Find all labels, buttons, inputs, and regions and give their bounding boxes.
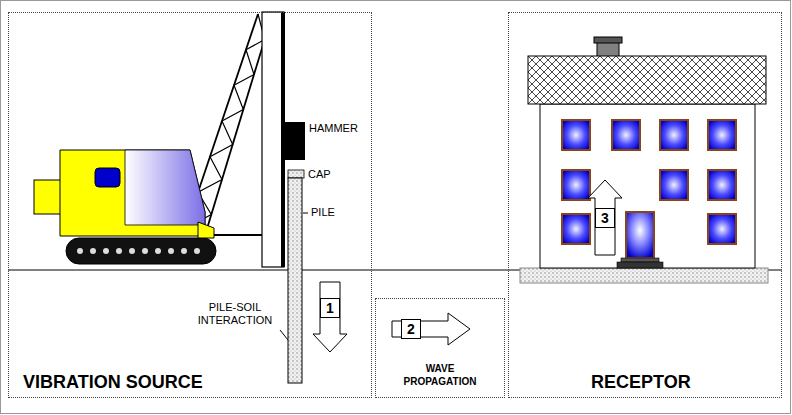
- label-anchor: PILE: [311, 206, 335, 219]
- building: [520, 37, 768, 283]
- region-panel: RECEPTOR 3: [508, 12, 782, 398]
- track-roller: [129, 248, 135, 254]
- track-roller: [90, 248, 96, 254]
- leader-line: [303, 213, 308, 214]
- window: [708, 214, 736, 244]
- step-number-box: 1: [320, 298, 340, 318]
- region-title: WAVE PROPAGATION: [395, 362, 485, 388]
- hammer: [285, 122, 305, 160]
- track-roller: [181, 248, 187, 254]
- track-roller: [116, 248, 122, 254]
- window: [708, 120, 736, 150]
- label-anchor: HAMMER: [309, 122, 358, 135]
- leader-mast: [262, 12, 284, 267]
- boom-foot: [198, 222, 214, 238]
- block-arrow: [313, 282, 347, 352]
- counterweight: [34, 180, 62, 214]
- track-roller: [142, 248, 148, 254]
- crane-body: [60, 150, 205, 236]
- window: [562, 170, 590, 200]
- track-rollers: [77, 248, 200, 254]
- track-roller: [103, 248, 109, 254]
- door-step: [617, 262, 663, 268]
- door: [626, 212, 654, 258]
- region-panel: WAVE PROPAGATION 2: [375, 298, 505, 398]
- house-wall: [540, 104, 755, 268]
- track-roller: [155, 248, 161, 254]
- crawler-track: [66, 238, 216, 264]
- region-title: RECEPTOR: [591, 371, 691, 393]
- part-label: CAP: [308, 168, 331, 181]
- chimney-cap: [594, 37, 622, 43]
- door-step: [621, 258, 659, 262]
- region-title: VIBRATION SOURCE: [23, 371, 203, 393]
- roof: [528, 56, 766, 104]
- track-roller: [77, 248, 83, 254]
- step-number-box: 2: [401, 319, 421, 339]
- window: [562, 120, 590, 150]
- part-label: PILE: [311, 206, 335, 219]
- leader-rail: [281, 12, 285, 267]
- mast-brace: [214, 234, 262, 236]
- pile: [288, 178, 302, 383]
- window: [612, 120, 640, 150]
- leader-line: [280, 330, 288, 340]
- window: [660, 170, 688, 200]
- boom-chord: [206, 22, 270, 232]
- track-roller: [194, 248, 200, 254]
- callout-number: 2: [407, 321, 415, 337]
- crane-cab: [125, 150, 205, 225]
- part-label: HAMMER: [309, 122, 358, 135]
- part-label: PILE-SOIL INTERACTION: [188, 301, 282, 327]
- callout-number: 3: [601, 210, 609, 226]
- block-arrow: [588, 180, 622, 255]
- window: [562, 214, 590, 244]
- pile-cap: [288, 170, 304, 178]
- region-panel: VIBRATION SOURCE 1: [8, 12, 372, 398]
- track-roller: [168, 248, 174, 254]
- callout-number: 1: [326, 300, 334, 316]
- window: [708, 170, 736, 200]
- cab-window: [95, 168, 120, 187]
- window: [660, 120, 688, 150]
- foundation: [520, 268, 768, 283]
- label-anchor: PILE-SOIL INTERACTION: [188, 301, 282, 327]
- step-number-box: 3: [595, 208, 615, 228]
- label-anchor: CAP: [308, 168, 331, 181]
- crane: [34, 12, 308, 383]
- block-arrow: [392, 313, 470, 345]
